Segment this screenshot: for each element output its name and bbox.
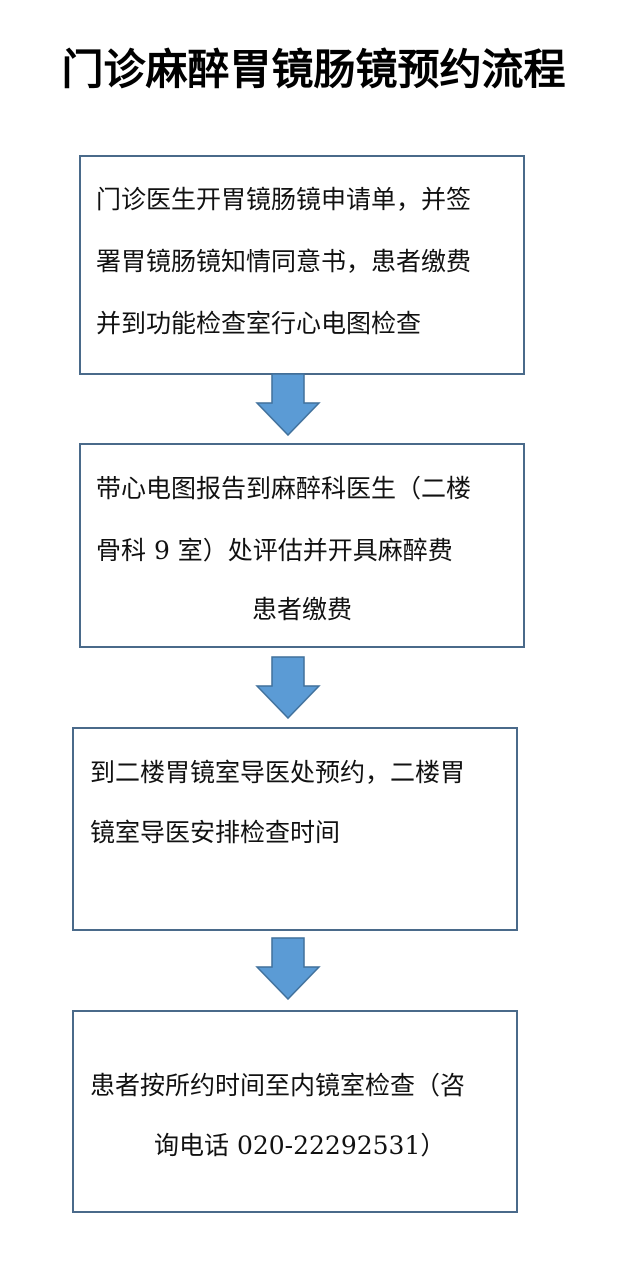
down-arrow-icon	[255, 937, 321, 1001]
step-1-line-2: 署胃镜肠镜知情同意书，患者缴费	[96, 247, 472, 276]
down-arrow-icon	[255, 656, 321, 720]
step-2-box: 带心电图报告到麻醉科医生（二楼 骨科 9 室）处评估并开具麻醉费 患者缴费	[79, 443, 525, 648]
step-4-line-1: 患者按所约时间至内镜室检查（咨	[90, 1071, 466, 1100]
step-1-line-3: 并到功能检查室行心电图检查	[96, 309, 422, 338]
step-4-box: 患者按所约时间至内镜室检查（咨 询电话 020-22292531）	[72, 1010, 518, 1213]
step-3-box: 到二楼胃镜室导医处预约，二楼胃 镜室导医安排检查时间	[72, 727, 518, 931]
page-title: 门诊麻醉胃镜肠镜预约流程	[61, 45, 566, 94]
step-3-line-1: 到二楼胃镜室导医处预约，二楼胃	[90, 758, 466, 787]
step-1-line-1: 门诊医生开胃镜肠镜申请单，并签	[96, 185, 472, 214]
step-1-box: 门诊医生开胃镜肠镜申请单，并签 署胃镜肠镜知情同意书，患者缴费 并到功能检查室行…	[79, 155, 525, 375]
step-4-line-2: 询电话 020-22292531）	[154, 1131, 446, 1160]
step-3-line-2: 镜室导医安排检查时间	[90, 818, 341, 847]
step-2-line-1: 带心电图报告到麻醉科医生（二楼	[96, 474, 472, 503]
down-arrow-icon	[255, 373, 321, 437]
step-2-line-3: 患者缴费	[251, 595, 352, 624]
step-2-line-2: 骨科 9 室）处评估并开具麻醉费	[96, 536, 453, 565]
